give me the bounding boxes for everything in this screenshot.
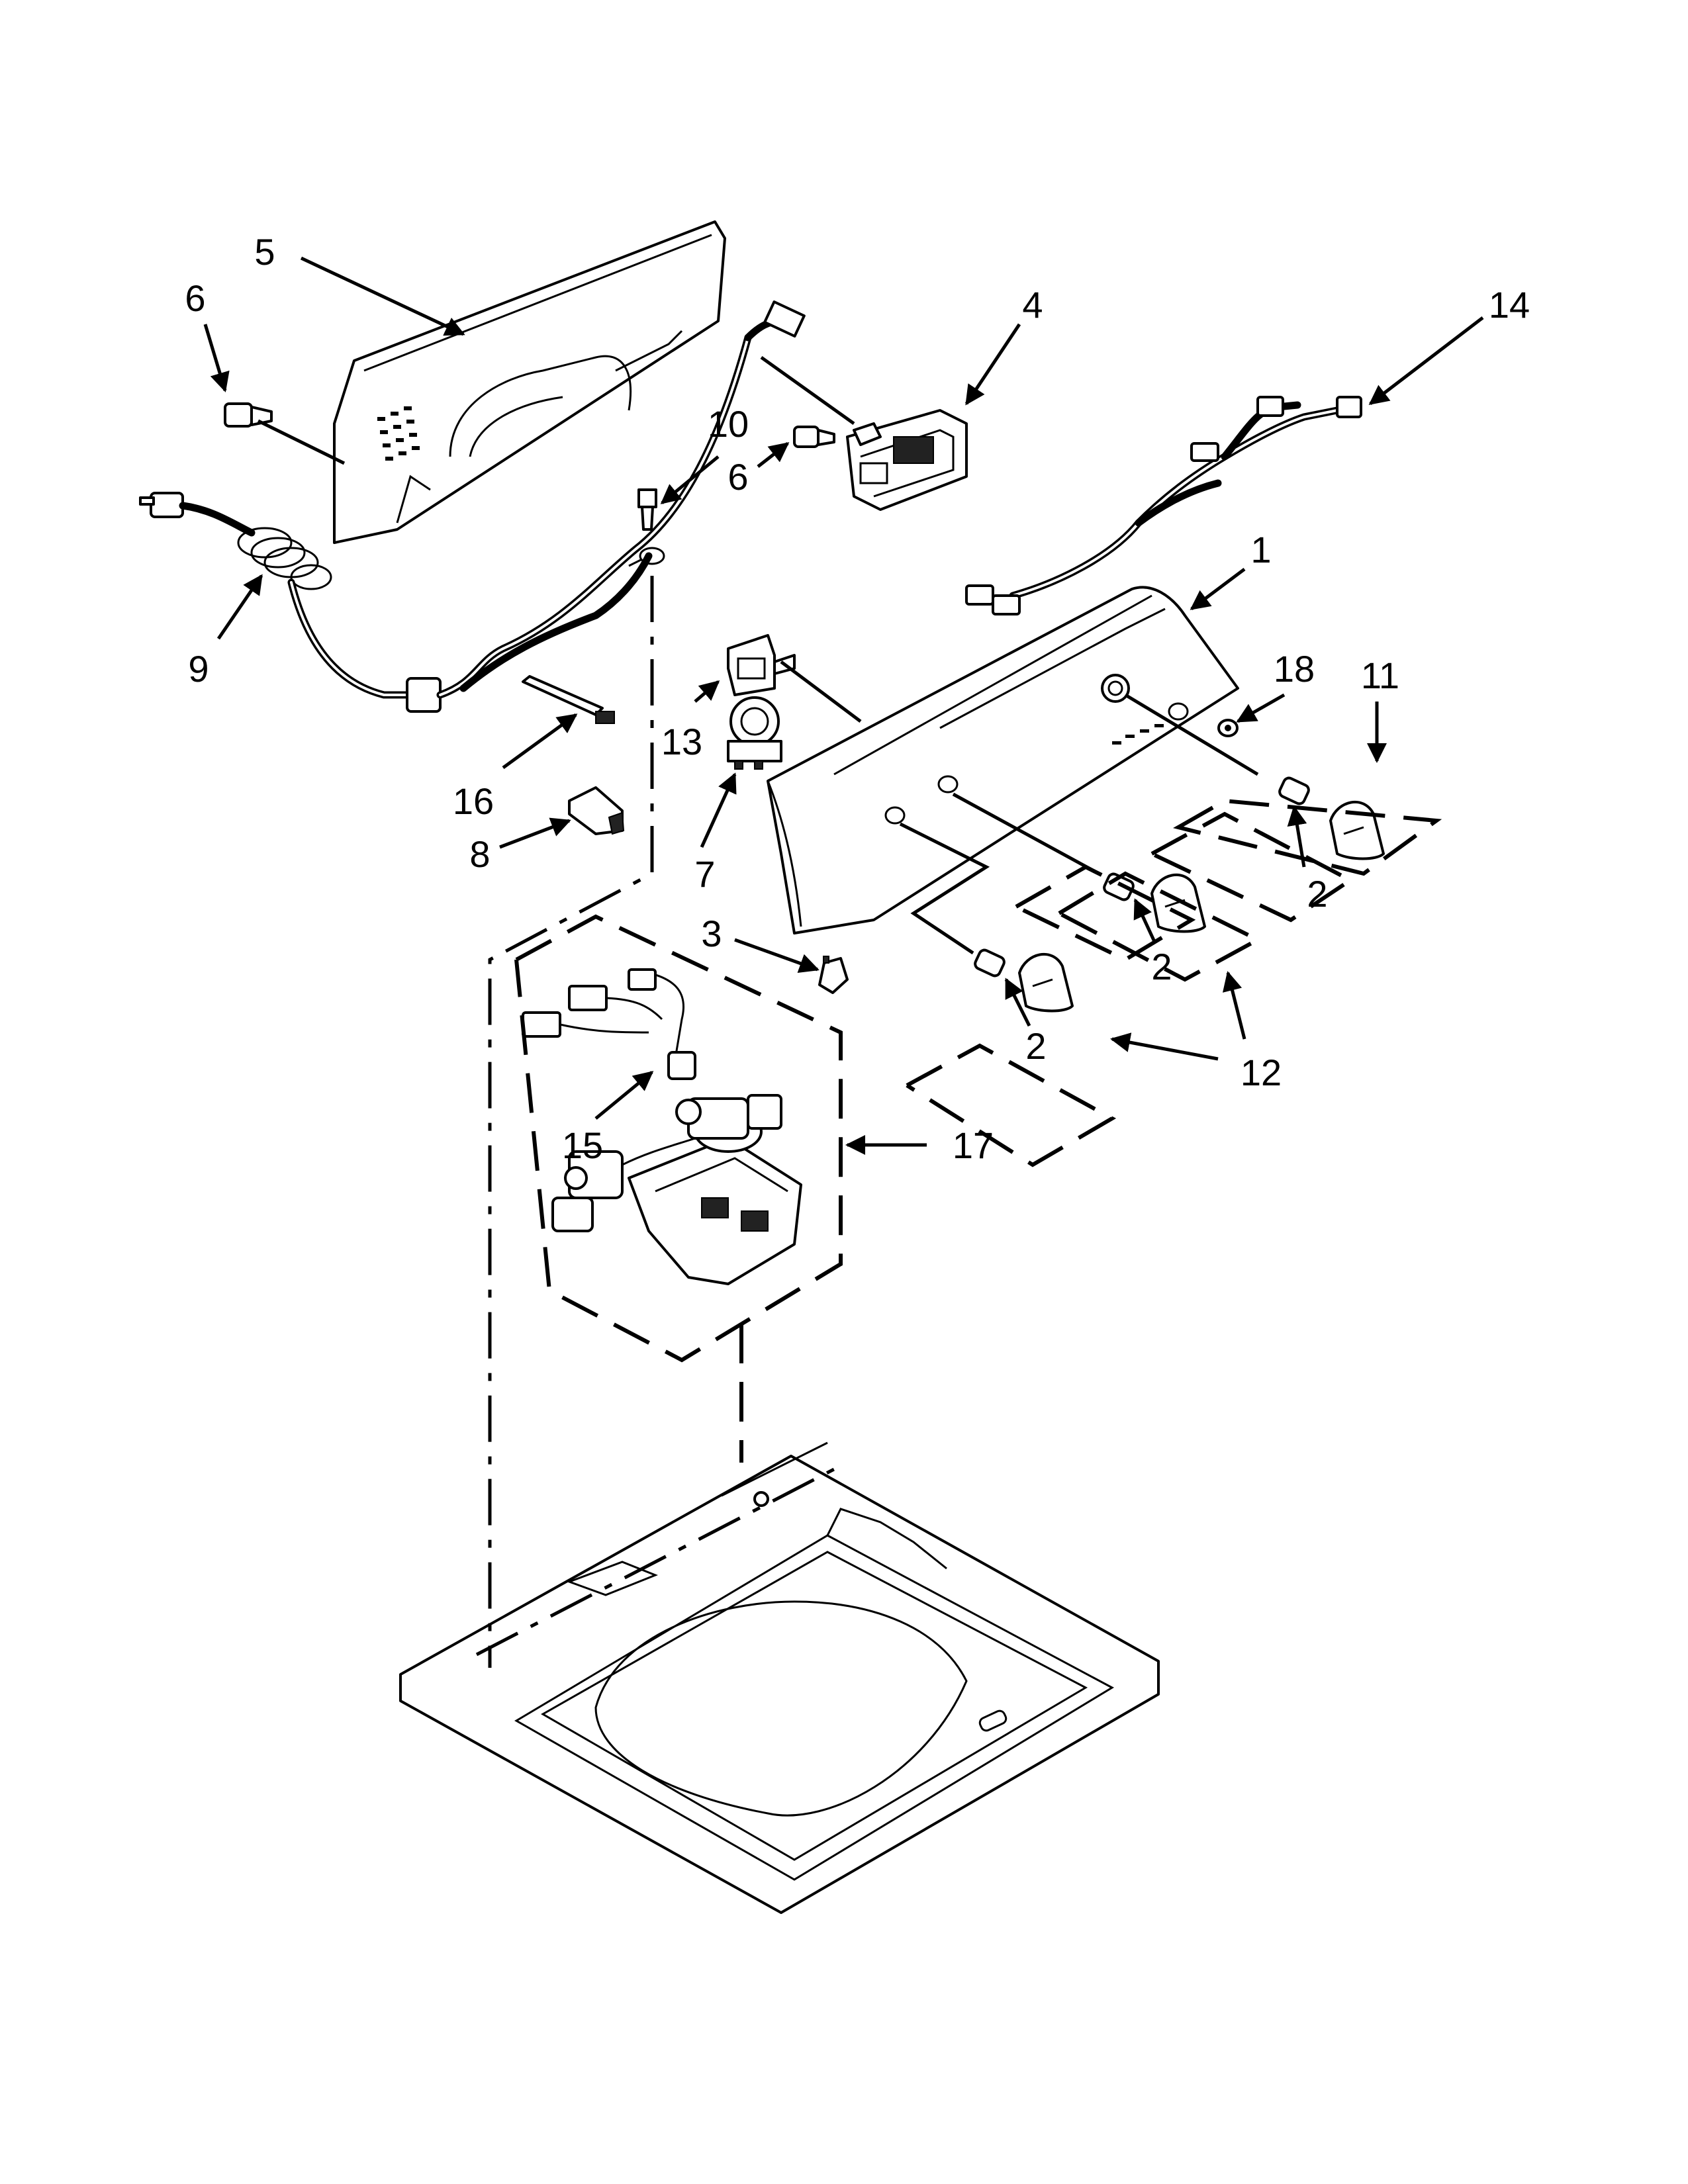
arrow-icon — [1222, 971, 1246, 1040]
callout-3: 3 — [701, 913, 722, 954]
arrow-icon — [1004, 978, 1031, 1027]
dashed-routing-lines — [488, 576, 1442, 1668]
arrow-icon — [594, 1071, 654, 1120]
part-16-cable-tie — [522, 675, 615, 724]
callout-9: 9 — [188, 648, 209, 690]
arrow-icon — [1133, 898, 1157, 944]
callout-labels: 5 6 4 10 6 14 1 18 11 9 13 16 7 8 3 2 2 … — [185, 231, 1530, 1166]
callout-16: 16 — [453, 780, 494, 822]
arrow-icon — [499, 817, 571, 849]
part-9-power-cord — [139, 300, 806, 713]
cabinet-top — [399, 1441, 1160, 1914]
arrow-icon — [964, 323, 1021, 406]
callout-2-left: 2 — [1025, 1025, 1046, 1067]
callout-10: 10 — [708, 403, 749, 445]
knob-left — [974, 948, 1074, 1013]
callout-18: 18 — [1274, 648, 1315, 690]
callout-1: 1 — [1250, 529, 1271, 570]
callout-12: 12 — [1241, 1052, 1282, 1093]
arrow-icon — [300, 256, 465, 336]
part-3-clip — [818, 956, 849, 994]
arrow-icon — [502, 713, 578, 770]
knob-right — [1278, 776, 1385, 860]
callout-4: 4 — [1022, 284, 1043, 326]
arrow-icon — [734, 938, 820, 973]
arrow-icon — [216, 574, 263, 640]
part-17-water-valve-assembly — [551, 1094, 802, 1285]
callout-14: 14 — [1489, 284, 1530, 326]
part-5-rear-panel — [333, 220, 726, 544]
callout-6-left: 6 — [185, 277, 205, 319]
part-10-ground-screw — [628, 488, 665, 567]
part-8-clip — [568, 786, 625, 835]
clip-icon — [818, 957, 849, 994]
callout-17: 17 — [953, 1124, 994, 1166]
part-4-control-board — [846, 409, 968, 511]
callout-13: 13 — [661, 721, 702, 762]
part-6-screw-left — [224, 402, 273, 428]
callout-6-right: 6 — [727, 456, 748, 498]
arrow-icon — [694, 680, 720, 703]
arrow-icon — [660, 455, 720, 504]
part-14-wire-harness — [965, 396, 1362, 615]
callout-arrows — [203, 256, 1484, 1155]
arrow-icon — [757, 442, 790, 468]
callout-7: 7 — [694, 853, 715, 895]
part-7-pressure-switch — [727, 696, 782, 770]
connector-icon — [974, 948, 1006, 978]
screw-icon — [224, 402, 253, 428]
part-18-washer — [1217, 719, 1239, 737]
arrow-icon — [203, 324, 230, 392]
arrow-icon — [1190, 568, 1246, 610]
callout-2-middle: 2 — [1151, 946, 1172, 987]
part-1-console — [767, 586, 1239, 934]
vent-grille — [377, 406, 420, 461]
knob-middle — [1103, 872, 1206, 933]
arrow-icon — [700, 772, 737, 848]
part-15-inlet-harness — [522, 968, 696, 1080]
arrow-icon — [1287, 805, 1307, 868]
callout-5: 5 — [254, 231, 275, 273]
screw-icon — [793, 426, 820, 448]
screw-icon — [637, 488, 657, 508]
arrow-icon — [1110, 1032, 1219, 1061]
arrow-icon — [1368, 316, 1484, 405]
assembly-lines — [257, 355, 1259, 955]
callout-8: 8 — [469, 833, 490, 875]
callout-15: 15 — [562, 1124, 603, 1166]
part-6-screw-right — [793, 426, 835, 448]
connector-icon — [1278, 776, 1310, 805]
callout-11: 11 — [1361, 655, 1399, 696]
callout-2-right: 2 — [1307, 873, 1327, 915]
indicator-leds — [1112, 724, 1164, 745]
arrow-icon — [1236, 693, 1286, 723]
